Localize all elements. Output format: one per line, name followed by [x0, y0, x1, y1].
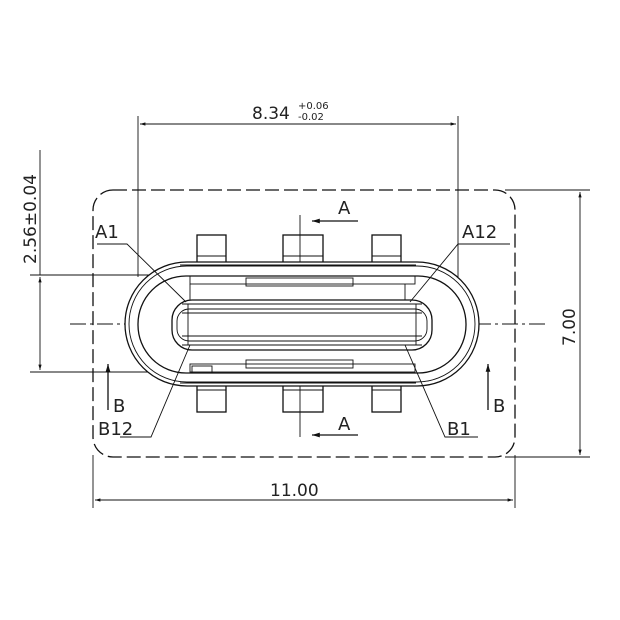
section-label-a-bottom: A	[338, 414, 351, 435]
dim-width-bottom: 11.00	[270, 481, 319, 501]
section-label-b-left: B	[113, 396, 125, 417]
label-a1: A1	[95, 222, 119, 243]
label-b12: B12	[98, 419, 133, 440]
leader-b12	[120, 344, 191, 438]
tongue	[171, 299, 433, 351]
leader-a12	[409, 243, 510, 303]
leader-a1	[97, 243, 187, 303]
dim-width-top-value: 8.34	[252, 104, 290, 124]
dim-height-right: 7.00	[560, 308, 580, 346]
leader-b1	[404, 344, 478, 438]
shell-outer	[124, 261, 480, 387]
dimension-11.00	[92, 455, 516, 508]
shell-mid	[128, 265, 476, 383]
dim-height-left: 2.56±0.04	[21, 174, 41, 264]
dim-width-top-tol-minus: -0.02	[298, 112, 324, 123]
section-label-b-right: B	[493, 396, 505, 417]
label-a12: A12	[462, 222, 497, 243]
dimension-7.00	[505, 189, 590, 458]
dim-width-top-tol-plus: +0.06	[298, 101, 329, 112]
dimension-8.34	[137, 116, 459, 277]
section-label-a-top: A	[338, 198, 351, 219]
pins-bottom	[196, 383, 402, 413]
pins-top	[196, 234, 402, 264]
label-b1: B1	[447, 419, 471, 440]
